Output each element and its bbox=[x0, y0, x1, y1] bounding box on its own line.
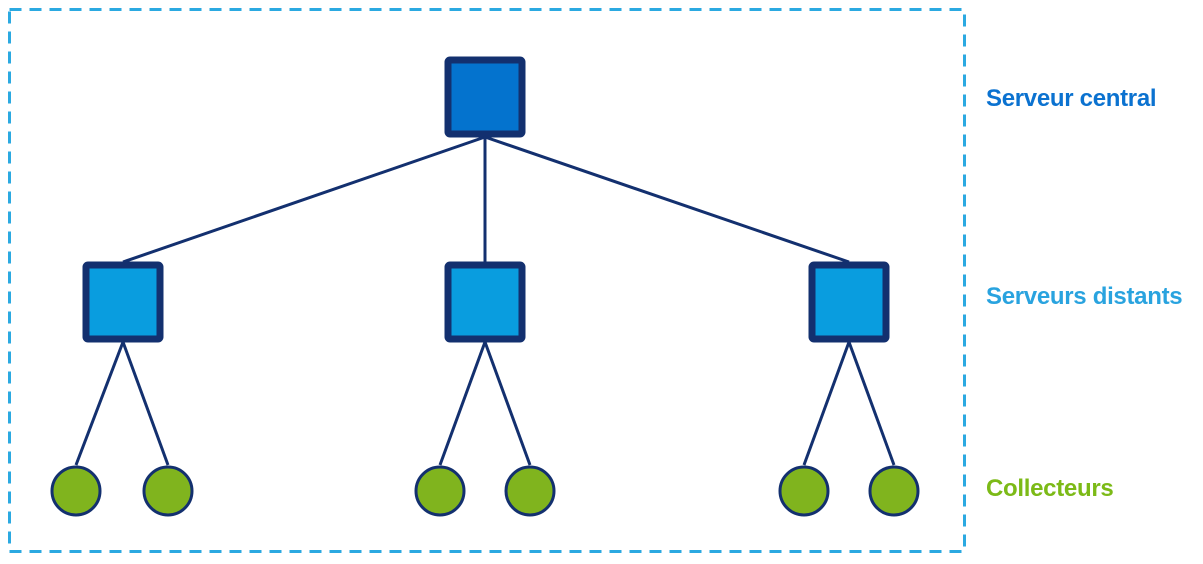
edge-distant-2-collector-4 bbox=[483, 341, 532, 466]
label-collecteurs: Collecteurs bbox=[986, 475, 1114, 502]
node-distant-2 bbox=[444, 261, 526, 343]
node-collector-3 bbox=[414, 465, 466, 517]
node-collector-2 bbox=[142, 465, 194, 517]
node-distant-1 bbox=[82, 261, 164, 343]
node-collector-5 bbox=[778, 465, 830, 517]
label-serveurs-distants: Serveurs distants bbox=[986, 283, 1183, 310]
edge-central-distant-3 bbox=[484, 135, 850, 264]
dashed-frame bbox=[8, 8, 966, 553]
edge-distant-2-collector-3 bbox=[438, 341, 487, 466]
edge-distant-3-collector-6 bbox=[847, 341, 896, 466]
nodes-group bbox=[50, 56, 920, 517]
node-collector-1 bbox=[50, 465, 102, 517]
edge-distant-1-collector-1 bbox=[74, 341, 125, 466]
node-collector-4 bbox=[504, 465, 556, 517]
edges-group bbox=[74, 135, 896, 466]
node-collector-6 bbox=[868, 465, 920, 517]
node-central bbox=[444, 56, 526, 138]
edge-distant-1-collector-2 bbox=[121, 341, 170, 466]
edge-central-distant-1 bbox=[122, 135, 486, 264]
label-serveur-central: Serveur central bbox=[986, 85, 1157, 112]
edge-distant-3-collector-5 bbox=[802, 341, 851, 466]
node-distant-3 bbox=[808, 261, 890, 343]
